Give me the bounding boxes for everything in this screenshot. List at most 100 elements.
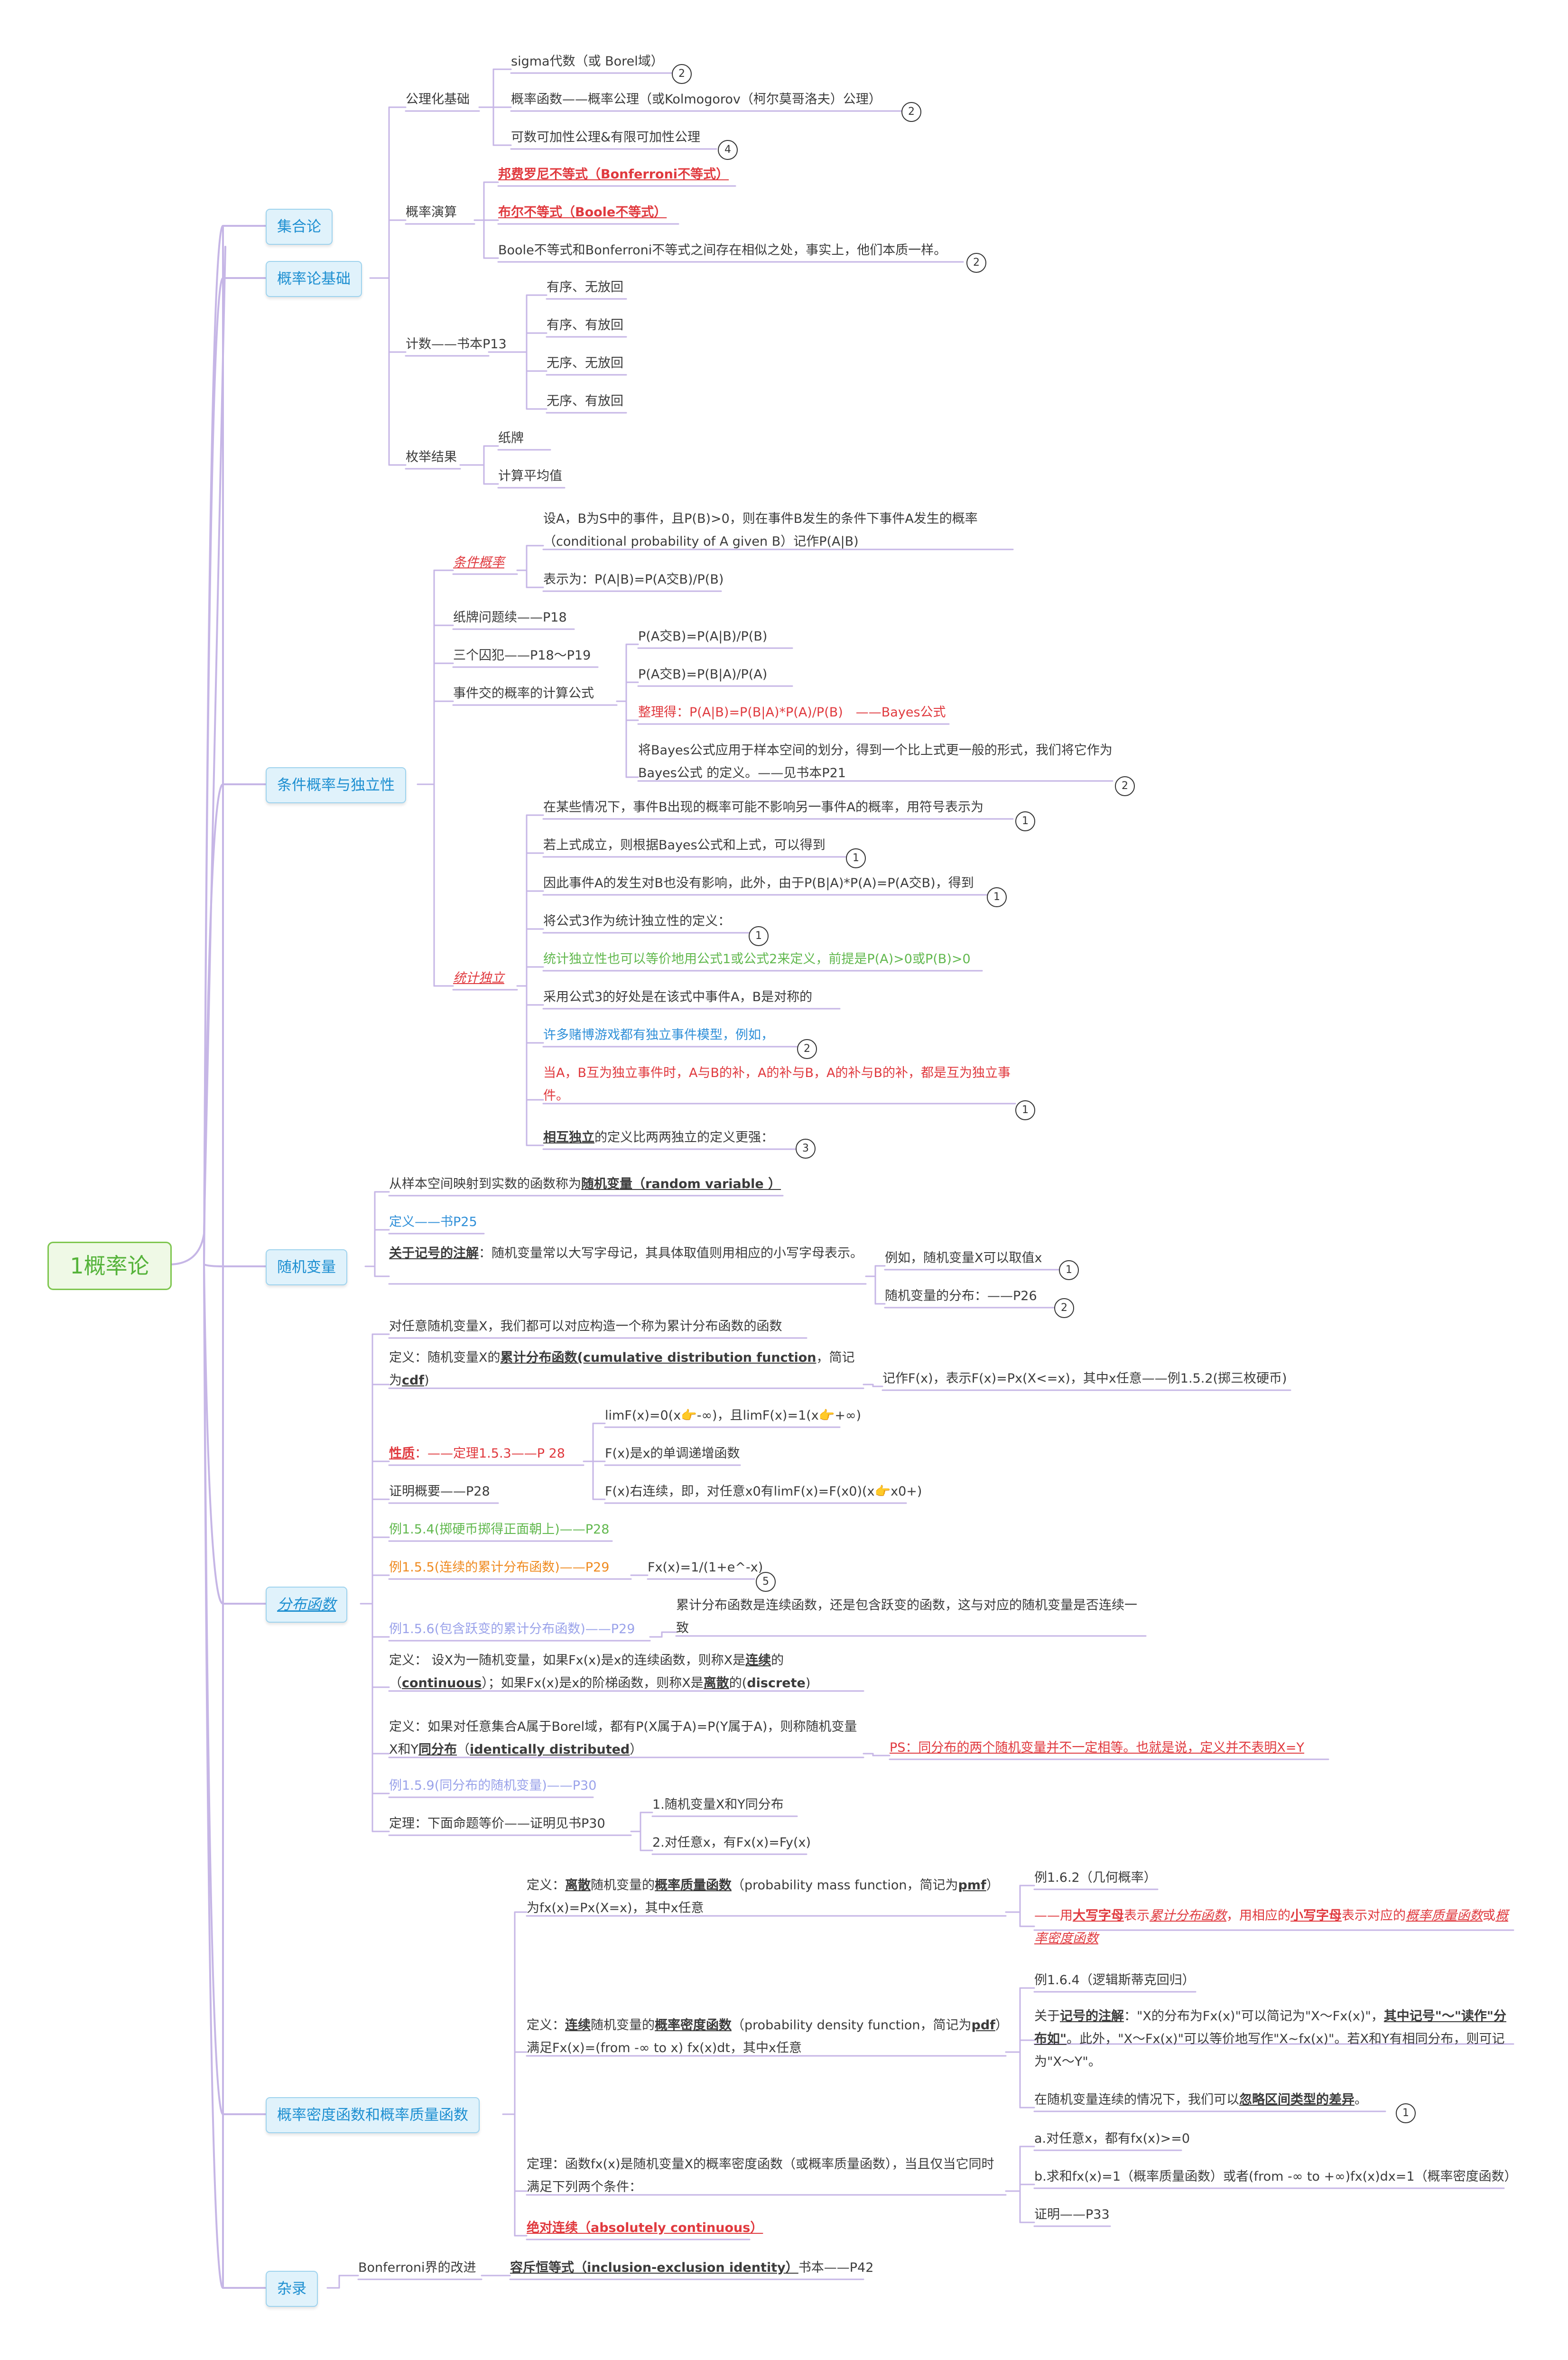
node-jump-note[interactable]: 累计分布函数是连续函数，还是包含跃变的函数，这与对应的随机变量是否连续一致: [676, 1598, 1137, 1635]
count-badge[interactable]: 2: [1054, 1298, 1074, 1318]
node-cdf-notation[interactable]: 记作F(x)，表示F(x)=Px(X<=x)，其中x任意——例1.5.2(掷三枚…: [882, 1371, 1287, 1386]
node-pdf-definition[interactable]: 定义：连续随机变量的概率密度函数（probability density fun…: [527, 2018, 1002, 2055]
node-bonferroni-bound[interactable]: Bonferroni界的改进: [358, 2260, 476, 2275]
node-rv-notation[interactable]: 关于记号的注解：随机变量常以大写字母记，其具体取值则用相应的小写字母表示。: [389, 1246, 863, 1261]
node-cdf-definition[interactable]: 定义：随机变量X的累计分布函数(cumulative distribution …: [389, 1350, 855, 1388]
node-notation-case[interactable]: ——用大写字母表示累计分布函数，用相应的小写字母表示对应的概率质量函数或概率密度…: [1034, 1908, 1508, 1946]
category-misc[interactable]: 杂录: [266, 2271, 318, 2307]
node-rv-distribution[interactable]: 随机变量的分布：——P26: [885, 1289, 1037, 1303]
node-sigma-algebra[interactable]: sigma代数（或 Borel域）: [511, 54, 664, 69]
count-badge[interactable]: 1: [749, 926, 769, 946]
count-badge[interactable]: 1: [846, 848, 866, 868]
category-conditional-independence[interactable]: 条件概率与独立性: [266, 767, 406, 803]
node-formula-1[interactable]: P(A交B)=P(A|B)/P(B): [638, 629, 768, 644]
node-proof-outline[interactable]: 证明概要——P28: [389, 1484, 490, 1499]
category-random-variable[interactable]: 随机变量: [266, 1249, 347, 1285]
node-continuous-discrete-definition[interactable]: 定义： 设X为一随机变量，如果Fx(x)是x的连续函数，则称X是连续的（cont…: [389, 1653, 811, 1691]
count-badge[interactable]: 1: [1396, 2103, 1416, 2123]
count-badge[interactable]: 2: [797, 1039, 817, 1059]
node-property-right-continuous[interactable]: F(x)右连续，即，对任意x0有limF(x)=F(x0)(x👉x0+): [605, 1484, 922, 1499]
node-bayes-formula[interactable]: 整理得：P(A|B)=P(B|A)*P(A)/P(B) ——Bayes公式: [638, 705, 946, 720]
node-independence-4[interactable]: 将公式3作为统计独立性的定义：: [543, 914, 731, 929]
node-conditional-probability[interactable]: 条件概率: [453, 555, 504, 570]
node-example-154[interactable]: 例1.5.4(掷硬币掷得正面朝上)——P28: [389, 1522, 610, 1537]
node-tilde-notation[interactable]: 关于记号的注解："X的分布为Fx(x)"可以简记为"X～Fx(x)"，其中记号"…: [1034, 2009, 1506, 2069]
node-independence-7[interactable]: 许多赌博游戏都有独立事件模型，例如，: [543, 1028, 774, 1042]
count-badge[interactable]: 1: [1059, 1260, 1079, 1280]
node-conditional-represent[interactable]: 表示为：P(A|B)=P(A交B)/P(B): [543, 572, 724, 587]
node-logistic-cdf[interactable]: Fx(x)=1/(1+e^-x): [648, 1560, 763, 1575]
node-independence-2[interactable]: 若上式成立，则根据Bayes公式和上式，可以得到: [543, 838, 826, 853]
node-mean[interactable]: 计算平均值: [498, 469, 562, 483]
node-statistical-independence[interactable]: 统计独立: [453, 971, 504, 985]
node-equivalence-theorem[interactable]: 定理：下面命题等价——证明见书P30: [389, 1816, 605, 1831]
node-boole[interactable]: 布尔不等式（Boole不等式）: [498, 205, 667, 220]
node-independence-5[interactable]: 统计独立性也可以等价地用公式1或公式2来定义，前提是P(A)>0或P(B)>0: [543, 952, 971, 966]
node-cards-cont[interactable]: 纸牌问题续——P18: [453, 610, 567, 625]
count-badge[interactable]: 1: [1015, 811, 1035, 831]
node-property-limits[interactable]: limF(x)=0(x👉-∞)，且limF(x)=1(x👉+∞): [605, 1408, 862, 1423]
node-bonferroni[interactable]: 邦费罗尼不等式（Bonferroni不等式）: [498, 167, 729, 182]
node-cards[interactable]: 纸牌: [498, 431, 524, 446]
node-cdf-construct[interactable]: 对任意随机变量X，我们都可以对应构造一个称为累计分布函数的函数: [389, 1319, 782, 1334]
node-additivity[interactable]: 可数可加性公理&有限可加性公理: [511, 130, 701, 145]
node-bayes-general[interactable]: 将Bayes公式应用于样本空间的划分，得到一个比上式更一般的形式，我们将它作为B…: [638, 743, 1113, 780]
node-example-159[interactable]: 例1.5.9(同分布的随机变量)——P30: [389, 1778, 597, 1793]
node-pmf-definition[interactable]: 定义：离散随机变量的概率质量函数（probability mass functi…: [527, 1878, 999, 1915]
node-ignore-interval[interactable]: 在随机变量连续的情况下，我们可以忽略区间类型的差异。: [1034, 2092, 1367, 2107]
node-independence-3[interactable]: 因此事件A的发生对B也没有影响，此外，由于P(B|A)*P(A)=P(A交B)，…: [543, 876, 974, 891]
node-boole-note[interactable]: Boole不等式和Bonferroni不等式之间存在相似之处，事实上，他们本质一…: [498, 243, 947, 258]
node-rv-book-definition[interactable]: 定义——书P25: [389, 1215, 477, 1229]
node-ordered-rep[interactable]: 有序、有放回: [547, 318, 623, 333]
node-probability-calculus[interactable]: 概率演算: [406, 205, 457, 220]
node-condition-b[interactable]: b.求和fx(x)=1（概率质量函数）或者(from -∞ to +∞)fx(x…: [1034, 2169, 1517, 2184]
node-formula-2[interactable]: P(A交B)=P(B|A)/P(A): [638, 667, 768, 682]
node-enumeration[interactable]: 枚举结果: [406, 450, 457, 465]
node-absolutely-continuous[interactable]: 绝对连续（absolutely continuous）: [527, 2221, 763, 2235]
category-distribution-function[interactable]: 分布函数: [266, 1587, 347, 1623]
node-inclusion-exclusion[interactable]: 容斥恒等式（inclusion-exclusion identity）书本——P…: [510, 2260, 874, 2275]
node-theorem-item-2[interactable]: 2.对任意x，有Fx(x)=Fy(x): [652, 1835, 811, 1850]
node-rv-definition[interactable]: 从样本空间映射到实数的函数称为随机变量（random variable ）: [389, 1177, 781, 1191]
connector-line: [168, 246, 226, 1265]
node-axiom-basis[interactable]: 公理化基础: [406, 92, 470, 107]
node-theorem-proof[interactable]: 证明——P33: [1034, 2207, 1110, 2222]
node-mutual-independence[interactable]: 相互独立的定义比两两独立的定义更强：: [543, 1130, 774, 1145]
node-cdf-properties[interactable]: 性质：——定理1.5.3——P 28: [389, 1446, 565, 1461]
node-property-monotone[interactable]: F(x)是x的单调递增函数: [605, 1446, 740, 1461]
count-badge[interactable]: 1: [1015, 1100, 1035, 1120]
root-node[interactable]: 1概率论: [47, 1242, 172, 1290]
count-badge[interactable]: 2: [966, 253, 986, 273]
category-set-theory[interactable]: 集合论: [266, 209, 333, 245]
node-rv-value-example[interactable]: 例如，随机变量X可以取值x: [885, 1251, 1042, 1265]
node-unordered-norep[interactable]: 无序、无放回: [547, 356, 623, 371]
node-example-156[interactable]: 例1.5.6(包含跃变的累计分布函数)——P29: [389, 1622, 635, 1636]
node-intersection-formula[interactable]: 事件交的概率的计算公式: [453, 686, 594, 701]
count-badge[interactable]: 5: [756, 1572, 776, 1592]
count-badge[interactable]: 1: [987, 887, 1007, 907]
node-counting[interactable]: 计数——书本P13: [406, 337, 507, 352]
node-ps-note[interactable]: PS：同分布的两个随机变量并不一定相等。也就是说，定义并不表明X=Y: [890, 1740, 1305, 1755]
node-identically-distributed[interactable]: 定义：如果对任意集合A属于Borel域，都有P(X属于A)=P(Y属于A)，则称…: [389, 1719, 857, 1757]
node-prisoners[interactable]: 三个囚犯——P18～P19: [453, 648, 591, 663]
count-badge[interactable]: 3: [796, 1139, 816, 1159]
node-example-155[interactable]: 例1.5.5(连续的累计分布函数)——P29: [389, 1560, 610, 1575]
node-pdf-theorem[interactable]: 定理：函数fx(x)是随机变量X的概率密度函数（或概率质量函数），当且仅当它同时…: [527, 2157, 994, 2194]
category-pdf-pmf[interactable]: 概率密度函数和概率质量函数: [266, 2097, 480, 2133]
node-theorem-item-1[interactable]: 1.随机变量X和Y同分布: [652, 1797, 784, 1812]
node-unordered-rep[interactable]: 无序、有放回: [547, 394, 623, 409]
count-badge[interactable]: 2: [1115, 776, 1135, 796]
node-independence-6[interactable]: 采用公式3的好处是在该式中事件A，B是对称的: [543, 990, 813, 1004]
node-probability-function[interactable]: 概率函数——概率公理（或Kolmogorov（柯尔莫哥洛夫）公理）: [511, 92, 881, 107]
node-independence-1[interactable]: 在某些情况下，事件B出现的概率可能不影响另一事件A的概率，用符号表示为: [543, 800, 983, 815]
count-badge[interactable]: 4: [718, 140, 738, 160]
node-conditional-definition[interactable]: 设A，B为S中的事件，且P(B)>0，则在事件B发生的条件下事件A发生的概率（c…: [543, 511, 978, 549]
count-badge[interactable]: 2: [672, 64, 692, 84]
node-example-162[interactable]: 例1.6.2（几何概率）: [1034, 1870, 1157, 1885]
node-independence-8[interactable]: 当A，B互为独立事件时，A与B的补，A的补与B，A的补与B的补，都是互为独立事件…: [543, 1066, 1011, 1103]
node-example-164[interactable]: 例1.6.4（逻辑斯蒂克回归）: [1034, 1973, 1195, 1988]
node-ordered-norep[interactable]: 有序、无放回: [547, 280, 623, 295]
node-condition-a[interactable]: a.对任意x，都有fx(x)>=0: [1034, 2131, 1190, 2146]
category-probability-basics[interactable]: 概率论基础: [266, 261, 362, 297]
count-badge[interactable]: 2: [901, 102, 921, 122]
